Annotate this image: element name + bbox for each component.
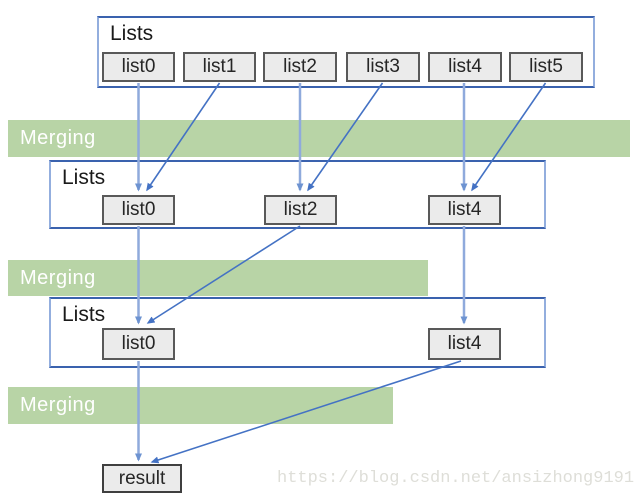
lists-group-2-label: Lists bbox=[62, 166, 106, 189]
row1-list2-box: list2 bbox=[263, 52, 337, 82]
row2-list4-box: list4 bbox=[428, 195, 501, 225]
result-box: result bbox=[102, 464, 182, 493]
row1-list5-box: list5 bbox=[509, 52, 583, 82]
merging-band-1-label: Merging bbox=[20, 127, 96, 149]
row3-list4-box: list4 bbox=[428, 328, 501, 360]
row1-list1-box: list1 bbox=[183, 52, 256, 82]
lists-group-1-label: Lists bbox=[110, 22, 154, 45]
merging-band-2: Merging bbox=[8, 260, 428, 296]
merging-band-3: Merging bbox=[8, 387, 393, 424]
row2-list0-box: list0 bbox=[102, 195, 175, 225]
merging-band-2-label: Merging bbox=[20, 266, 96, 289]
row3-list0-box: list0 bbox=[102, 328, 175, 360]
merging-band-3-label: Merging bbox=[20, 394, 96, 416]
row1-list4-box: list4 bbox=[428, 52, 502, 82]
lists-group-3-label: Lists bbox=[62, 303, 106, 326]
row1-list3-box: list3 bbox=[346, 52, 420, 82]
merging-band-1: Merging bbox=[8, 120, 630, 157]
watermark-text: https://blog.csdn.net/ansizhong9191 bbox=[277, 469, 635, 488]
row2-list2-box: list2 bbox=[264, 195, 337, 225]
row1-list0-box: list0 bbox=[102, 52, 175, 82]
